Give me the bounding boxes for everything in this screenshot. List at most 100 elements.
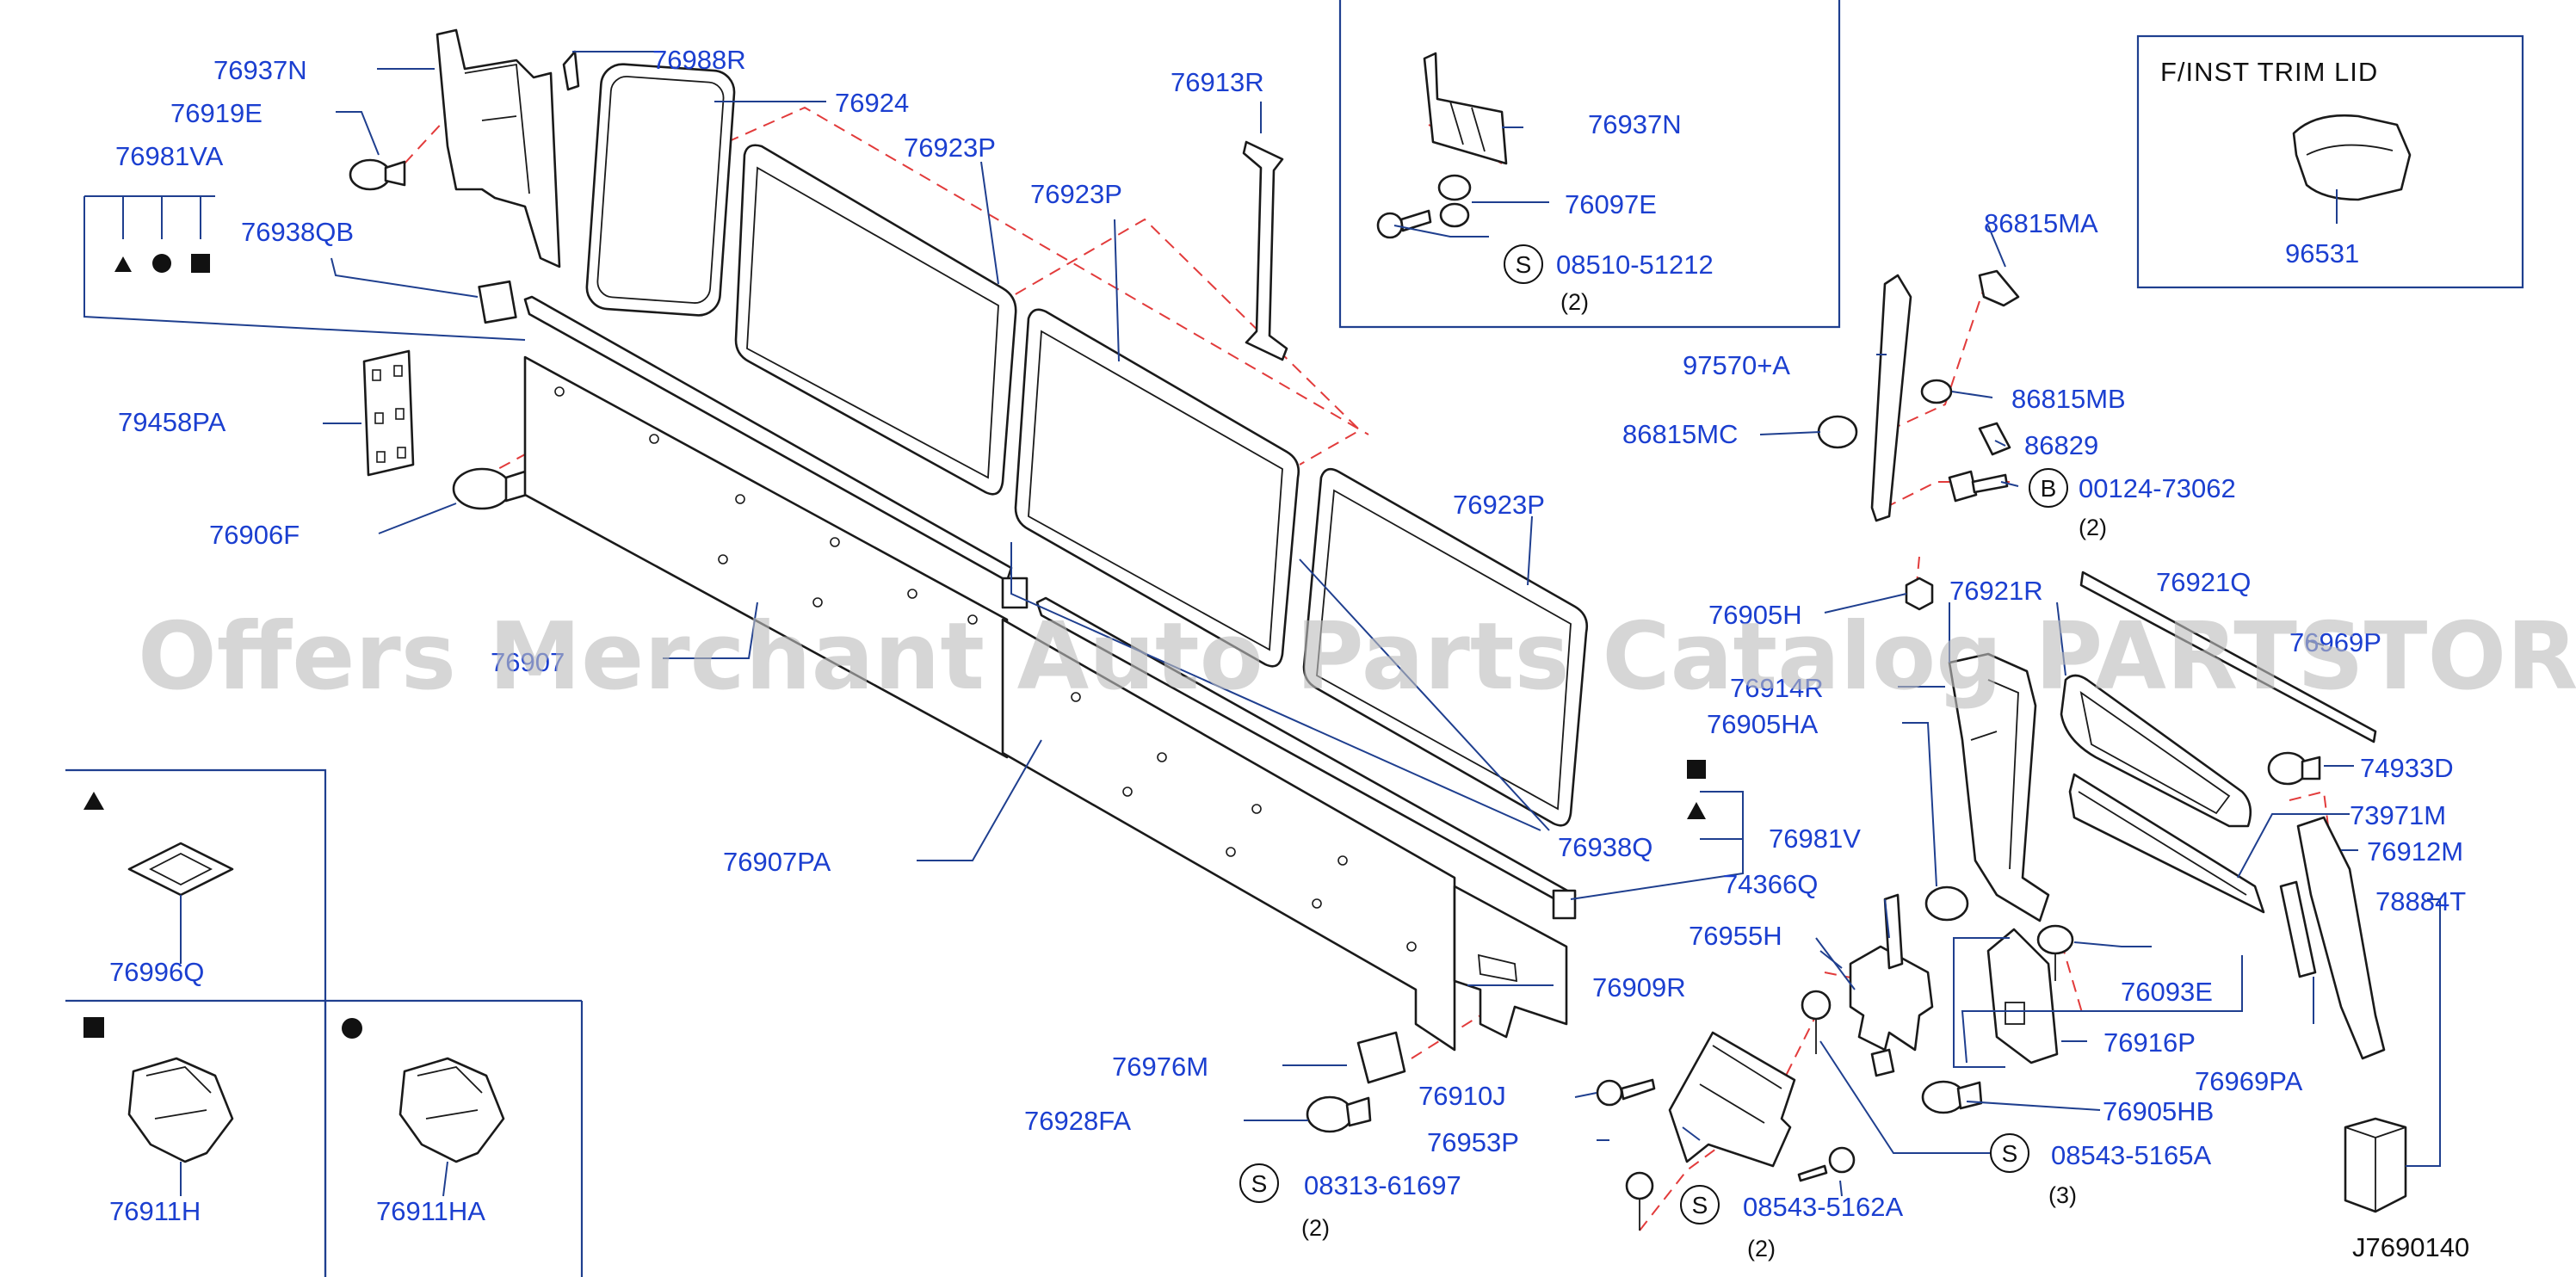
- label-08543-5165A[interactable]: 08543-5165A: [2051, 1140, 2211, 1170]
- label-76923P-3[interactable]: 76923P: [1453, 490, 1545, 520]
- screw-08543-5162A-shape: [1797, 1146, 1856, 1182]
- small-trim-panel-slot: [2005, 1002, 2025, 1025]
- label-76938QB[interactable]: 76938QB: [241, 217, 354, 247]
- part-labels: 76937N 76919E 76981VA 76938QB 79458PA 76…: [109, 45, 2469, 1262]
- label-97570A[interactable]: 97570+A: [1683, 350, 1790, 380]
- rail-end-block-1: [1001, 577, 1029, 609]
- label-76913R[interactable]: 76913R: [1171, 67, 1264, 97]
- label-74933D[interactable]: 74933D: [2360, 753, 2454, 783]
- trim-lid-box-title: F/INST TRIM LID: [2160, 57, 2378, 87]
- b-marker-00124-label: B: [2041, 475, 2057, 502]
- label-76928FA[interactable]: 76928FA: [1024, 1106, 1131, 1136]
- label-76905H[interactable]: 76905H: [1708, 600, 1802, 630]
- label-76097E[interactable]: 76097E: [1565, 189, 1657, 219]
- clip-guide-right: [2060, 941, 2084, 1016]
- label-76911H[interactable]: 76911H: [109, 1196, 201, 1226]
- label-08313-61697[interactable]: 08313-61697: [1304, 1170, 1461, 1200]
- label-76910J[interactable]: 76910J: [1418, 1081, 1506, 1111]
- trim-lid-shape: [2292, 114, 2412, 201]
- label-76924[interactable]: 76924: [835, 88, 909, 118]
- label-79458PA[interactable]: 79458PA: [118, 407, 226, 437]
- inset-ring-76097E: [1437, 174, 1472, 201]
- window-seal-1-inner: [746, 166, 999, 479]
- s-marker-08510: [1504, 244, 1543, 284]
- cable-clip-86815MA: [1978, 269, 2020, 307]
- s-marker-08313-label: S: [1251, 1170, 1268, 1197]
- rail-end-block-2: [1552, 889, 1577, 920]
- trim-guide-right: [2289, 790, 2329, 827]
- label-76937N-inset[interactable]: 76937N: [1588, 109, 1682, 139]
- triangle-symbol-icon-2: [1687, 802, 1706, 819]
- label-76988R[interactable]: 76988R: [652, 45, 746, 75]
- label-76969P[interactable]: 76969P: [2289, 627, 2381, 657]
- s-marker-08510-label: S: [1516, 251, 1532, 278]
- label-78884T[interactable]: 78884T: [2375, 886, 2466, 916]
- label-76093E[interactable]: 76093E: [2121, 977, 2213, 1007]
- square-symbol-icon-2: [1687, 760, 1706, 779]
- label-76912M[interactable]: 76912M: [2367, 836, 2463, 867]
- label-73971M[interactable]: 73971M: [2350, 800, 2446, 830]
- label-76923P-1[interactable]: 76923P: [904, 133, 996, 163]
- b-marker-00124: [2029, 468, 2068, 508]
- label-76996Q[interactable]: 76996Q: [109, 957, 204, 987]
- qty-08543-5165A: (3): [2048, 1182, 2077, 1208]
- label-76906F[interactable]: 76906F: [209, 520, 300, 550]
- label-76981V[interactable]: 76981V: [1769, 824, 1861, 854]
- s-marker-08313: [1239, 1163, 1279, 1203]
- label-74366Q[interactable]: 74366Q: [1723, 869, 1818, 899]
- inset-clip-76911H: [127, 1057, 234, 1163]
- label-76911HA[interactable]: 76911HA: [376, 1196, 485, 1226]
- label-08510-51212[interactable]: 08510-51212: [1556, 250, 1714, 280]
- label-76907PA[interactable]: 76907PA: [723, 847, 831, 877]
- label-76953P[interactable]: 76953P: [1427, 1127, 1519, 1157]
- window-seal-3: [1302, 467, 1588, 827]
- panel-cutout: [1477, 953, 1518, 983]
- label-86815MC[interactable]: 86815MC: [1622, 419, 1738, 449]
- screw-08313-shape: [1625, 1171, 1654, 1231]
- label-76907-partial[interactable]: 76907: [491, 647, 565, 677]
- label-76916P[interactable]: 76916P: [2103, 1027, 2196, 1058]
- label-76919E[interactable]: 76919E: [170, 98, 263, 128]
- label-76955H[interactable]: 76955H: [1689, 921, 1782, 951]
- window-seal-3-inner: [1316, 489, 1572, 811]
- vertical-strip: [1242, 140, 1288, 361]
- label-08543-5162A[interactable]: 08543-5162A: [1743, 1192, 1903, 1222]
- mounting-bracket-detail: [1699, 1045, 1782, 1124]
- screw-76910J-shape: [1596, 1078, 1656, 1107]
- label-76937N[interactable]: 76937N: [213, 55, 307, 85]
- legend-symbols: [83, 254, 1706, 1039]
- label-76921Q[interactable]: 76921Q: [2156, 567, 2251, 597]
- qty-08510: (2): [1560, 289, 1589, 315]
- cable-clip-86829: [1978, 422, 2011, 456]
- label-76923P-2[interactable]: 76923P: [1030, 179, 1122, 209]
- label-76969PA[interactable]: 76969PA: [2195, 1066, 2303, 1096]
- pillar-trim-panel: [1948, 652, 2050, 922]
- triangle-symbol-icon: [114, 256, 132, 272]
- label-76921R[interactable]: 76921R: [1949, 576, 2043, 606]
- label-76938Q[interactable]: 76938Q: [1558, 832, 1652, 862]
- label-86829[interactable]: 86829: [2024, 430, 2098, 460]
- seat-bracket-post: [1883, 893, 1904, 970]
- upper-trim-detail: [464, 63, 530, 194]
- hinge-bracket: [362, 349, 415, 477]
- label-76914R[interactable]: 76914R: [1730, 673, 1824, 703]
- label-00124-73062[interactable]: 00124-73062: [2079, 473, 2236, 503]
- label-76981VA[interactable]: 76981VA: [115, 141, 224, 171]
- clip-76905HA-shape: [1924, 885, 1969, 922]
- trim-lid-face: [2306, 144, 2394, 156]
- inset-screw-shape: [1376, 209, 1432, 239]
- label-76905HB[interactable]: 76905HB: [2103, 1096, 2214, 1126]
- label-86815MB[interactable]: 86815MB: [2011, 384, 2126, 414]
- top-center-inset-frame: [1338, 0, 1841, 329]
- inset-clip-76937N: [1423, 52, 1508, 165]
- small-window-seal: [585, 63, 736, 317]
- inset-gasket-76996Q: [127, 842, 234, 897]
- label-76909R[interactable]: 76909R: [1592, 972, 1686, 1002]
- label-76976M[interactable]: 76976M: [1112, 1052, 1208, 1082]
- label-76905HA[interactable]: 76905HA: [1707, 709, 1819, 739]
- cable-grommet-86815MC: [1817, 415, 1858, 449]
- label-96531[interactable]: 96531: [2285, 238, 2359, 268]
- lower-quarter-detail: [2078, 791, 2247, 896]
- label-86815MA[interactable]: 86815MA: [1984, 208, 2098, 238]
